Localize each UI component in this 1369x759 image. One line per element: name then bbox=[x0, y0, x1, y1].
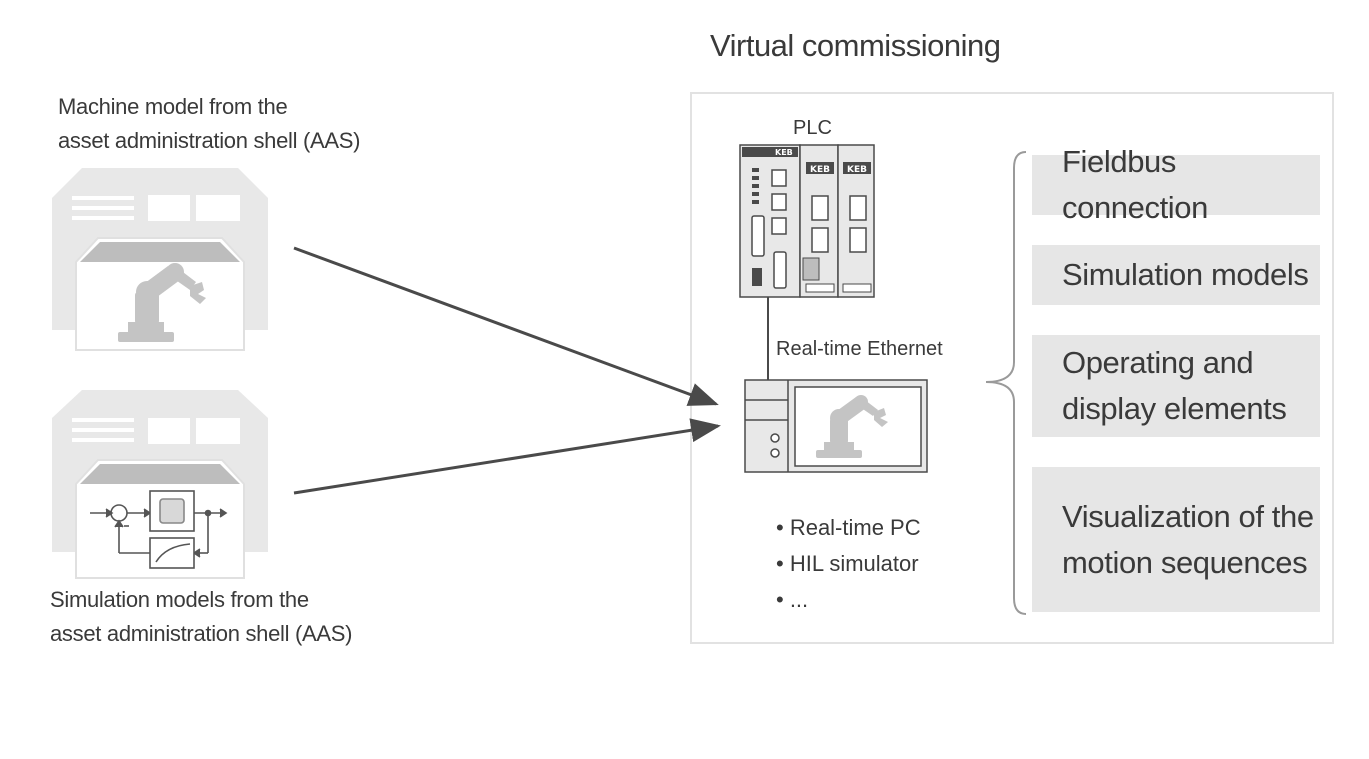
robot-arm-icon bbox=[118, 263, 206, 342]
feature-line: Operating and bbox=[1062, 345, 1254, 380]
feature-line: Visualization of the bbox=[1062, 498, 1314, 534]
plc-label: PLC bbox=[793, 117, 832, 139]
factory-building-icon bbox=[52, 168, 268, 351]
machine-caption-line1: Machine model from the bbox=[58, 94, 288, 119]
feature-operating-display: Operating and display elements bbox=[1032, 335, 1320, 437]
feature-line: display elements bbox=[1062, 391, 1287, 426]
simulation-caption-line2: asset administration shell (AAS) bbox=[50, 621, 353, 646]
feature-line: Fieldbus connection bbox=[1062, 144, 1208, 225]
plc-brand-tag: KEB bbox=[847, 165, 867, 175]
bullet-item: • ... bbox=[776, 587, 809, 612]
simulation-models-caption: Simulation models from the asset adminis… bbox=[50, 583, 353, 651]
grouping-brace bbox=[985, 151, 1027, 615]
virtual-commissioning-frame bbox=[690, 92, 1334, 644]
robot-arm-icon bbox=[816, 395, 888, 458]
machine-model-caption: Machine model from the asset administrat… bbox=[58, 90, 361, 158]
machine-caption-line2: asset administration shell (AAS) bbox=[58, 128, 361, 153]
plc-brand-tag: KEB bbox=[810, 165, 830, 175]
feature-visualization: Visualization of the motion sequences bbox=[1032, 467, 1320, 612]
bullet-item: • HIL simulator bbox=[776, 551, 919, 576]
arrow-machine-model bbox=[293, 246, 719, 406]
ethernet-label: Real-time Ethernet bbox=[776, 338, 943, 360]
plc-device-icon bbox=[739, 144, 875, 298]
control-loop-icon bbox=[90, 490, 228, 569]
diagram-title: Virtual commissioning bbox=[710, 28, 1001, 63]
feature-simulation-models: Simulation models bbox=[1032, 245, 1320, 305]
feature-fieldbus-connection: Fieldbus connection bbox=[1032, 144, 1320, 225]
feature-line: motion sequences bbox=[1062, 544, 1308, 580]
arrow-simulation-models bbox=[293, 418, 721, 495]
pc-bullet-list: • Real-time PC • HIL simulator • ... bbox=[776, 510, 921, 618]
feature-line: Simulation models bbox=[1062, 257, 1309, 292]
bullet-item: • Real-time PC bbox=[776, 515, 921, 540]
simulation-caption-line1: Simulation models from the bbox=[50, 587, 309, 612]
plc-brand-tag: KEB bbox=[775, 148, 793, 157]
